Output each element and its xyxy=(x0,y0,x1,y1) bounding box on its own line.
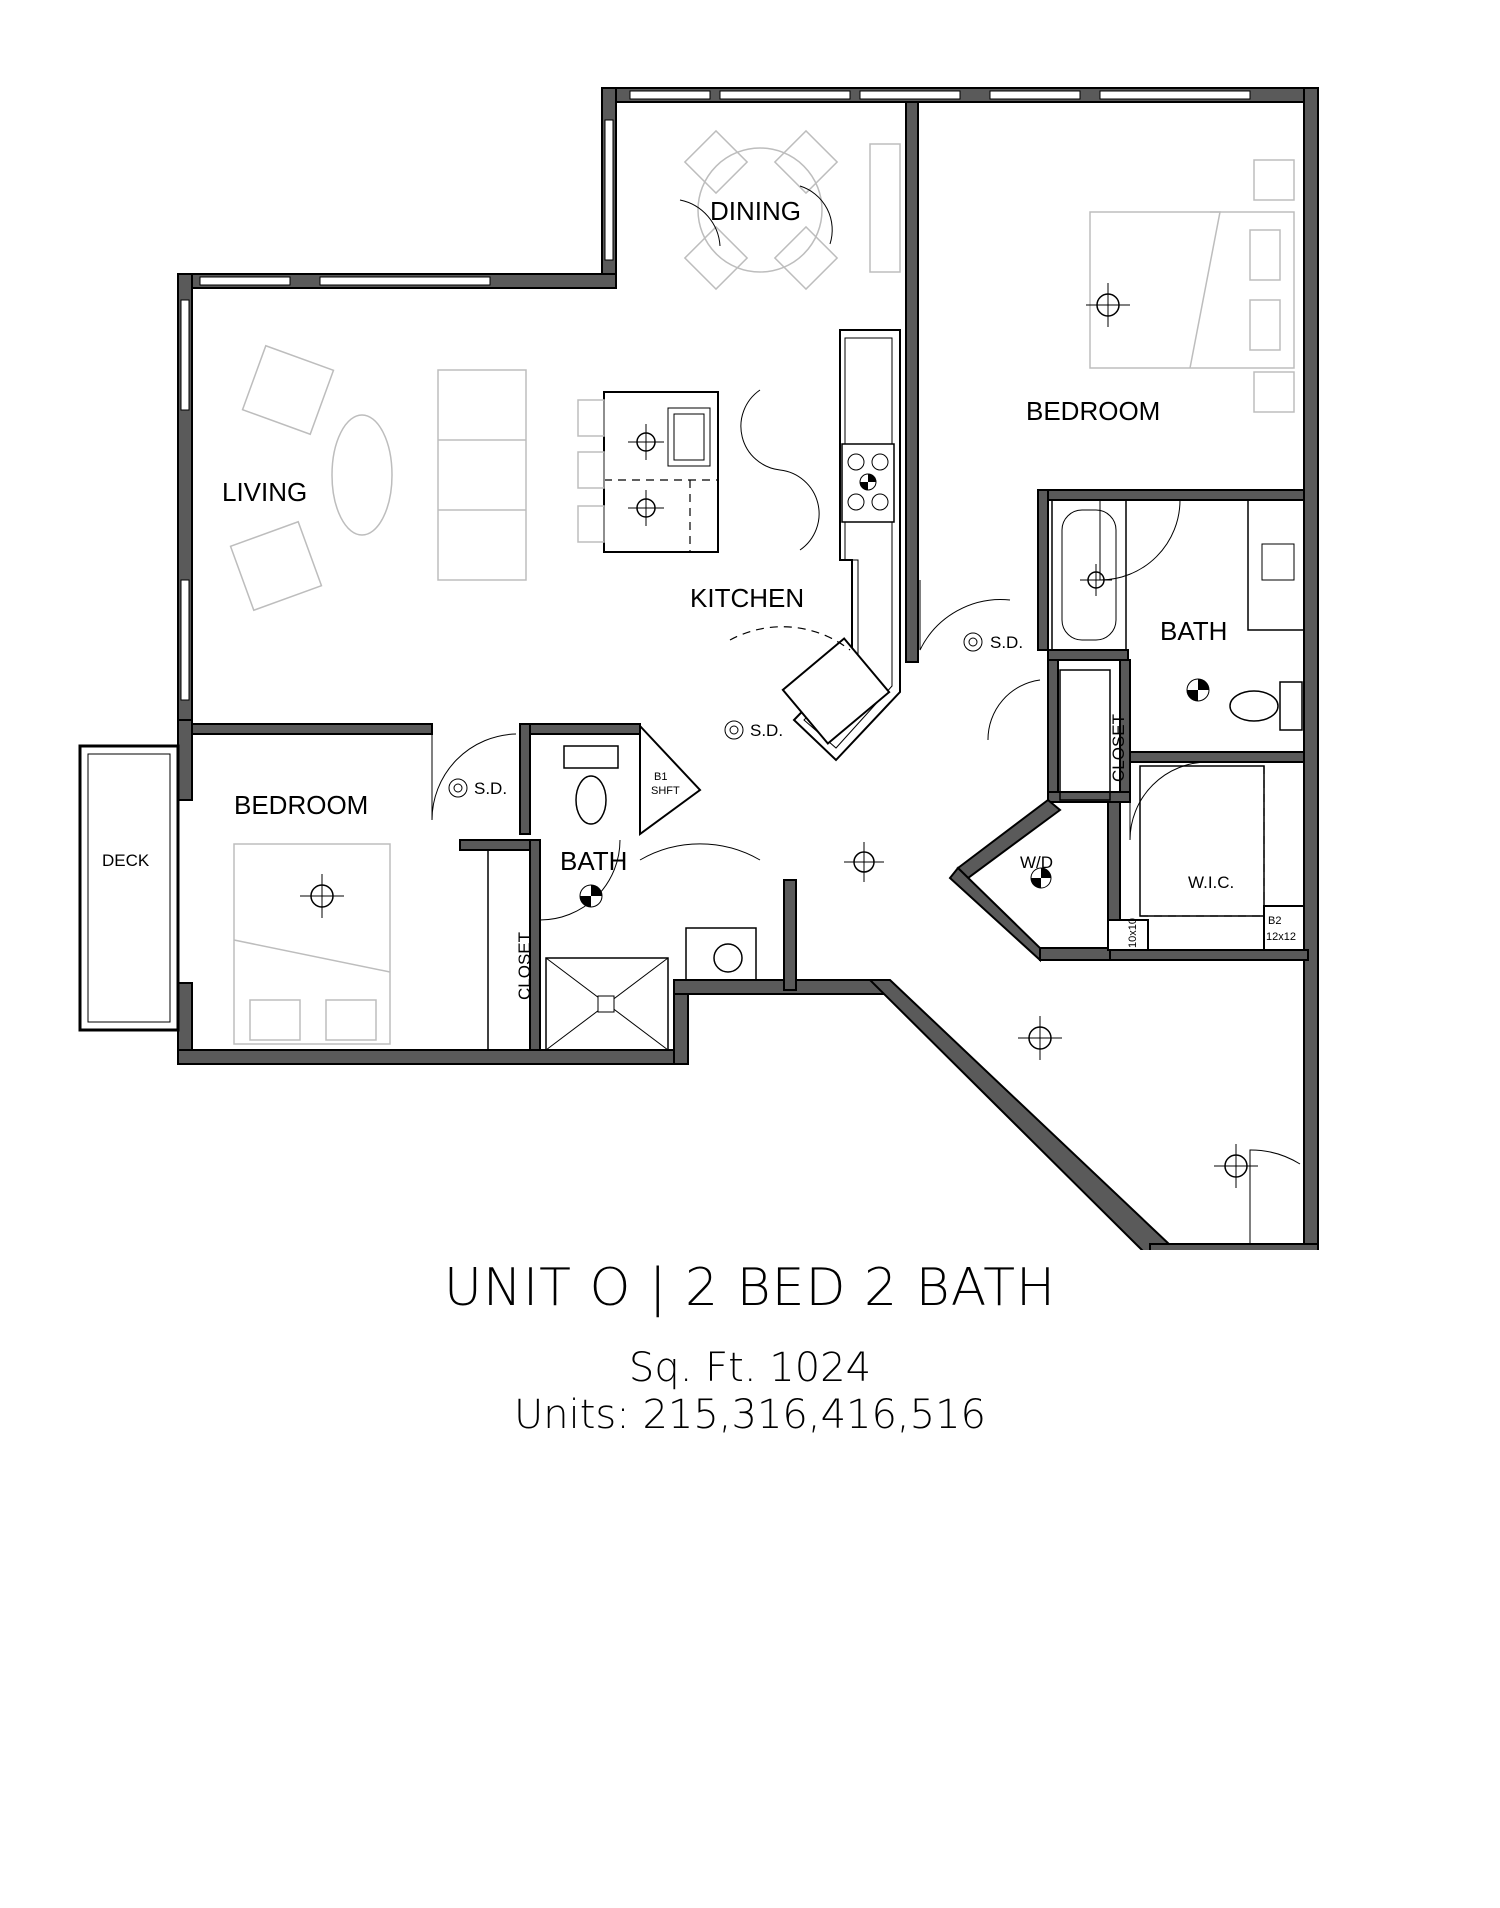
interior-walls xyxy=(191,101,1309,1051)
light-entry-2 xyxy=(1214,1144,1258,1188)
light-main-bedroom xyxy=(1086,283,1130,327)
shaft-label-shft: SHFT xyxy=(651,785,680,797)
kitchen-counter xyxy=(603,329,901,762)
furniture xyxy=(229,129,1295,1045)
shaft-label-b2: B2 xyxy=(1268,915,1281,927)
smoke-detector-icon xyxy=(963,632,983,652)
unit-square-footage: Sq. Ft. 1024 xyxy=(628,1345,872,1391)
shaft-label-b2-size: 12x12 xyxy=(1266,931,1296,943)
bath-fixtures xyxy=(487,499,1305,1051)
smoke-detector-icon xyxy=(448,778,468,798)
light-kitchen-2 xyxy=(628,490,664,526)
smoke-detectors xyxy=(448,632,983,798)
deck xyxy=(78,744,180,1032)
light-tub xyxy=(1080,564,1112,596)
doors xyxy=(431,185,1301,1244)
room-label-deck: DECK xyxy=(102,851,150,870)
fan-second-bath xyxy=(579,884,603,908)
room-label-wic: W.I.C. xyxy=(1188,873,1234,892)
fan-main-bath xyxy=(1186,678,1210,702)
unit-title: UNIT O | 2 BED 2 BATH xyxy=(443,1258,1057,1318)
room-label-kitchen: KITCHEN xyxy=(690,583,804,613)
light-fixtures xyxy=(300,283,1258,1188)
room-label-closet-second: CLOSET xyxy=(515,932,534,1000)
room-label-dining: DINING xyxy=(710,196,801,226)
shaft-label-b1: B1 xyxy=(654,771,667,783)
exterior-walls xyxy=(177,87,1319,1250)
light-entry xyxy=(1018,1016,1062,1060)
room-label-bath-second: BATH xyxy=(560,846,627,876)
room-label-wd: W/D xyxy=(1020,853,1053,872)
room-label-living: LIVING xyxy=(222,477,307,507)
windows xyxy=(180,90,1251,701)
sd-label: S.D. xyxy=(474,779,507,798)
room-label-closet-main: CLOSET xyxy=(1109,714,1128,782)
sd-label: S.D. xyxy=(990,633,1023,652)
light-hall xyxy=(844,842,884,882)
room-label-bath-main: BATH xyxy=(1160,616,1227,646)
smoke-detector-icon xyxy=(724,720,744,740)
sd-label: S.D. xyxy=(750,721,783,740)
light-kitchen-1 xyxy=(628,424,664,460)
light-wd xyxy=(1030,867,1052,889)
room-label-bedroom-second: BEDROOM xyxy=(234,790,368,820)
floor-plan: DINING LIVING KITCHEN BEDROOM BEDROOM BA… xyxy=(78,87,1319,1250)
unit-numbers: Units: 215,316,416,516 xyxy=(514,1392,986,1438)
shaft-label-b1-size: 10x10 xyxy=(1127,918,1139,948)
room-label-bedroom-main: BEDROOM xyxy=(1026,396,1160,426)
light-second-bedroom xyxy=(300,874,344,918)
